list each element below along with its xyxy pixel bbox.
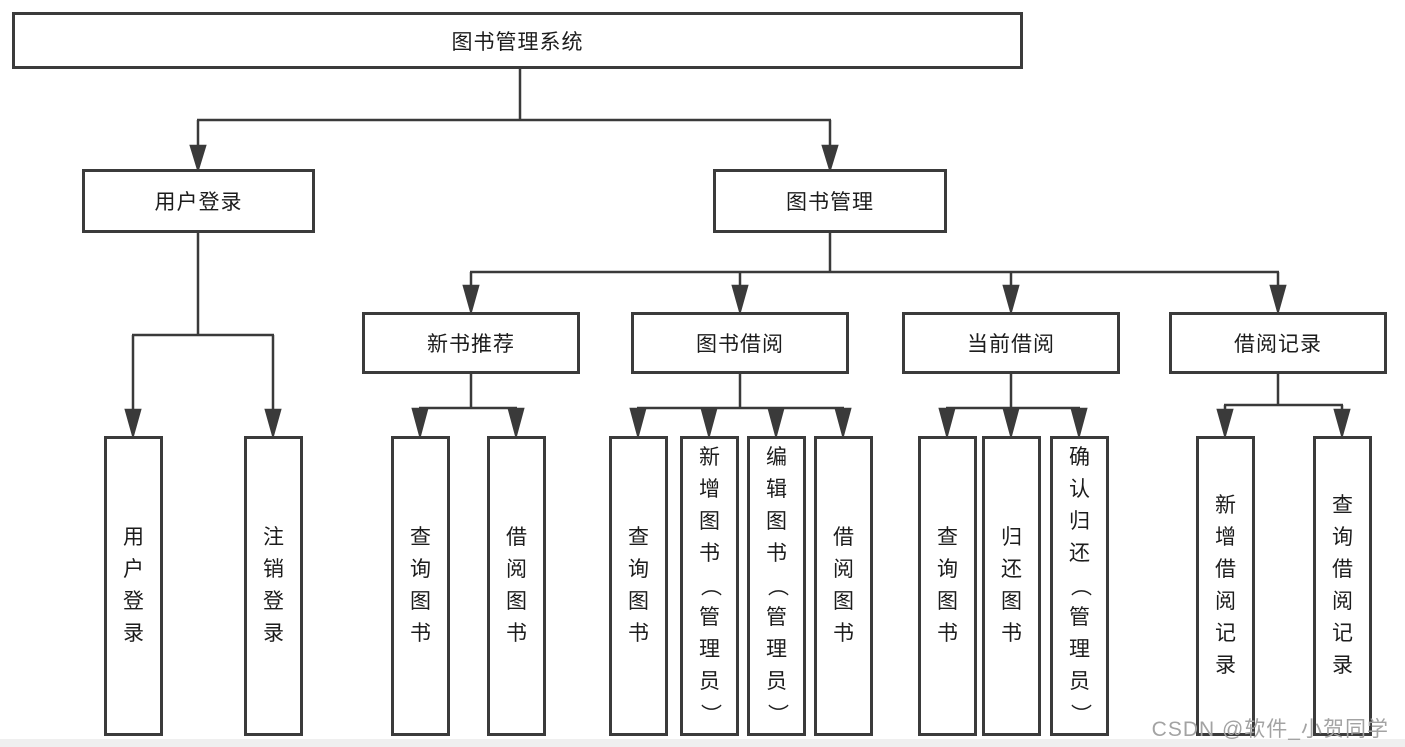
leaf-edit-books-admin-label: 编辑图书（管理员） — [765, 446, 789, 725]
leaf-query-books-recommend: 查询图书 — [391, 436, 450, 736]
node-new-book-recommendation-label: 新书推荐 — [427, 333, 515, 356]
leaf-query-borrow-record-label: 查询借阅记录 — [1332, 494, 1353, 677]
leaf-edit-books-admin: 编辑图书（管理员） — [747, 436, 806, 736]
leaf-query-borrow-record: 查询借阅记录 — [1313, 436, 1372, 736]
leaf-return-books: 归还图书 — [982, 436, 1041, 736]
node-borrowing-records: 借阅记录 — [1169, 312, 1387, 374]
leaf-logout-label: 注销登录 — [263, 526, 284, 645]
leaf-add-borrow-record-label: 新增借阅记录 — [1215, 494, 1236, 677]
node-book-borrowing: 图书借阅 — [631, 312, 849, 374]
leaf-add-books-admin: 新增图书（管理员） — [680, 436, 739, 736]
node-system-root: 图书管理系统 — [12, 12, 1023, 69]
bottom-strip — [0, 739, 1405, 747]
leaf-borrow-books-borrowing-label: 借阅图书 — [833, 526, 854, 645]
leaf-borrow-books-recommend: 借阅图书 — [487, 436, 546, 736]
leaf-query-books-recommend-label: 查询图书 — [410, 526, 431, 645]
leaf-user-login-label: 用户登录 — [123, 526, 144, 645]
leaf-borrow-books-recommend-label: 借阅图书 — [506, 526, 527, 645]
node-book-borrowing-label: 图书借阅 — [696, 333, 784, 356]
node-book-management-label: 图书管理 — [786, 191, 874, 214]
leaf-add-borrow-record: 新增借阅记录 — [1196, 436, 1255, 736]
leaf-user-login: 用户登录 — [104, 436, 163, 736]
node-current-borrowing: 当前借阅 — [902, 312, 1120, 374]
leaf-add-books-admin-label: 新增图书（管理员） — [698, 446, 722, 725]
leaf-logout: 注销登录 — [244, 436, 303, 736]
node-user-login-label: 用户登录 — [154, 191, 243, 214]
node-borrowing-records-label: 借阅记录 — [1234, 333, 1322, 356]
node-current-borrowing-label: 当前借阅 — [967, 333, 1055, 356]
leaf-query-books-borrowing-label: 查询图书 — [628, 526, 649, 645]
leaf-query-books-current: 查询图书 — [918, 436, 977, 736]
leaf-confirm-return-admin: 确认归还（管理员） — [1050, 436, 1109, 736]
leaf-query-books-current-label: 查询图书 — [937, 526, 958, 645]
leaf-borrow-books-borrowing: 借阅图书 — [814, 436, 873, 736]
leaf-confirm-return-admin-label: 确认归还（管理员） — [1068, 446, 1092, 725]
node-book-management: 图书管理 — [713, 169, 947, 233]
node-new-book-recommendation: 新书推荐 — [362, 312, 580, 374]
leaf-query-books-borrowing: 查询图书 — [609, 436, 668, 736]
watermark: CSDN @软件_小贺同学 — [1151, 718, 1389, 741]
leaf-return-books-label: 归还图书 — [1001, 526, 1022, 645]
node-user-login: 用户登录 — [82, 169, 315, 233]
node-system-root-label: 图书管理系统 — [451, 30, 584, 54]
